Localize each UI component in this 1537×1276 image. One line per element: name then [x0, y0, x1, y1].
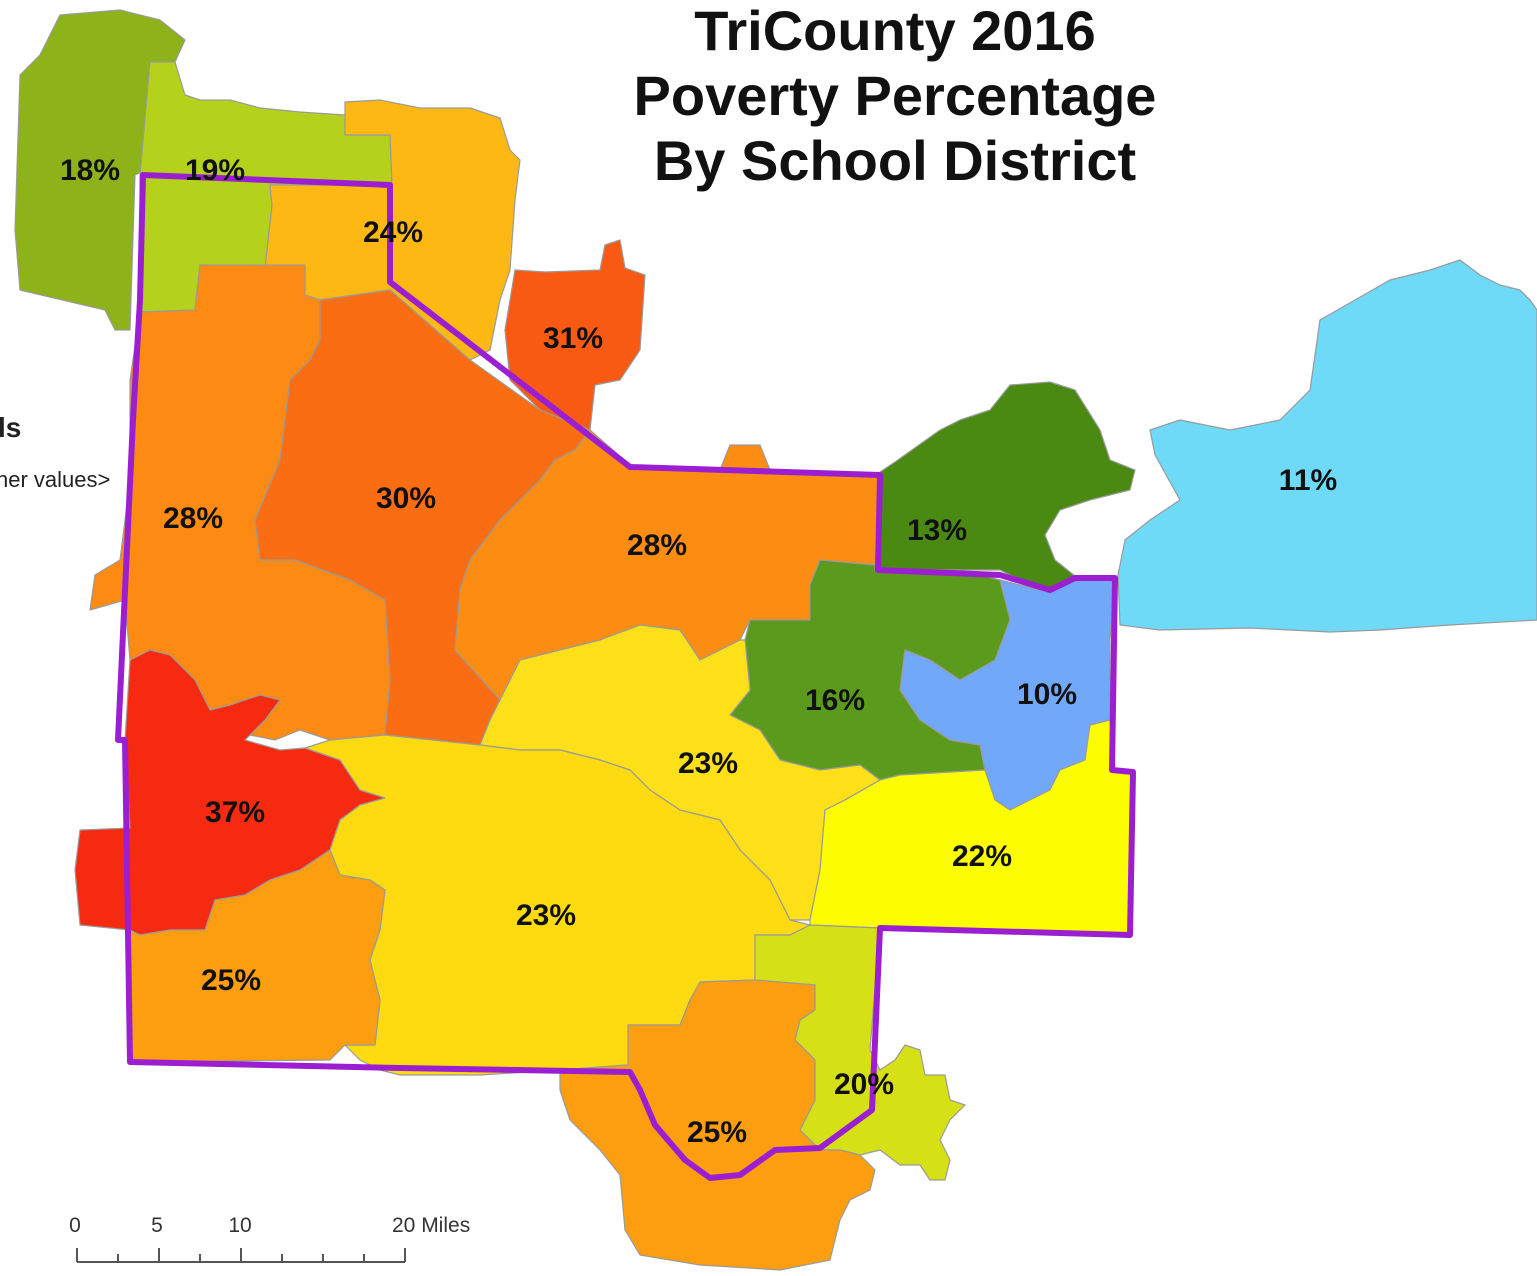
- label-16: 16%: [805, 684, 865, 717]
- legend-heading: ls: [0, 412, 21, 443]
- scale-tick-5: 5: [151, 1214, 163, 1237]
- map-title: TriCounty 2016 Poverty Percentage By Sch…: [634, 0, 1157, 192]
- district-labels: 18% 19% 24% 31% 11% 13% 28% 30% 28% 16% …: [60, 154, 1337, 1149]
- scale-tick-20: 20 Miles: [392, 1214, 470, 1237]
- district-13[interactable]: [874, 381, 1136, 591]
- title-line-1: TriCounty 2016: [694, 0, 1095, 62]
- legend-other-values: ner values>: [0, 467, 110, 492]
- label-23-north: 23%: [678, 747, 738, 780]
- scale-tick-marks: [76, 1248, 406, 1262]
- label-31: 31%: [543, 322, 603, 355]
- label-22: 22%: [952, 840, 1012, 873]
- label-28-west: 28%: [163, 502, 223, 535]
- title-line-3: By School District: [654, 129, 1136, 192]
- label-37: 37%: [205, 796, 265, 829]
- title-line-2: Poverty Percentage: [634, 64, 1157, 127]
- scale-tick-10: 10: [228, 1214, 251, 1237]
- label-19: 19%: [185, 154, 245, 187]
- label-30: 30%: [376, 482, 436, 515]
- tricounty-boundary: [115, 172, 1136, 1181]
- district-25-west[interactable]: [129, 849, 386, 1063]
- legend-fragment: ls ner values>: [0, 412, 110, 492]
- scale-tick-0: 0: [69, 1214, 81, 1237]
- label-10: 10%: [1017, 678, 1077, 711]
- districts-layer: [14, 9, 1537, 1271]
- label-25-west: 25%: [201, 964, 261, 997]
- label-24: 24%: [363, 216, 423, 249]
- label-25-south: 25%: [687, 1116, 747, 1149]
- label-20: 20%: [834, 1068, 894, 1101]
- label-23-south: 23%: [516, 899, 576, 932]
- district-25-south[interactable]: [559, 979, 876, 1271]
- label-11: 11%: [1279, 464, 1337, 497]
- district-11[interactable]: [1117, 259, 1537, 633]
- scale-bar: 0 5 10 20 Miles: [69, 1214, 470, 1263]
- label-28-east: 28%: [627, 529, 687, 562]
- district-31[interactable]: [504, 239, 646, 431]
- label-18: 18%: [60, 154, 120, 187]
- label-13: 13%: [907, 514, 967, 547]
